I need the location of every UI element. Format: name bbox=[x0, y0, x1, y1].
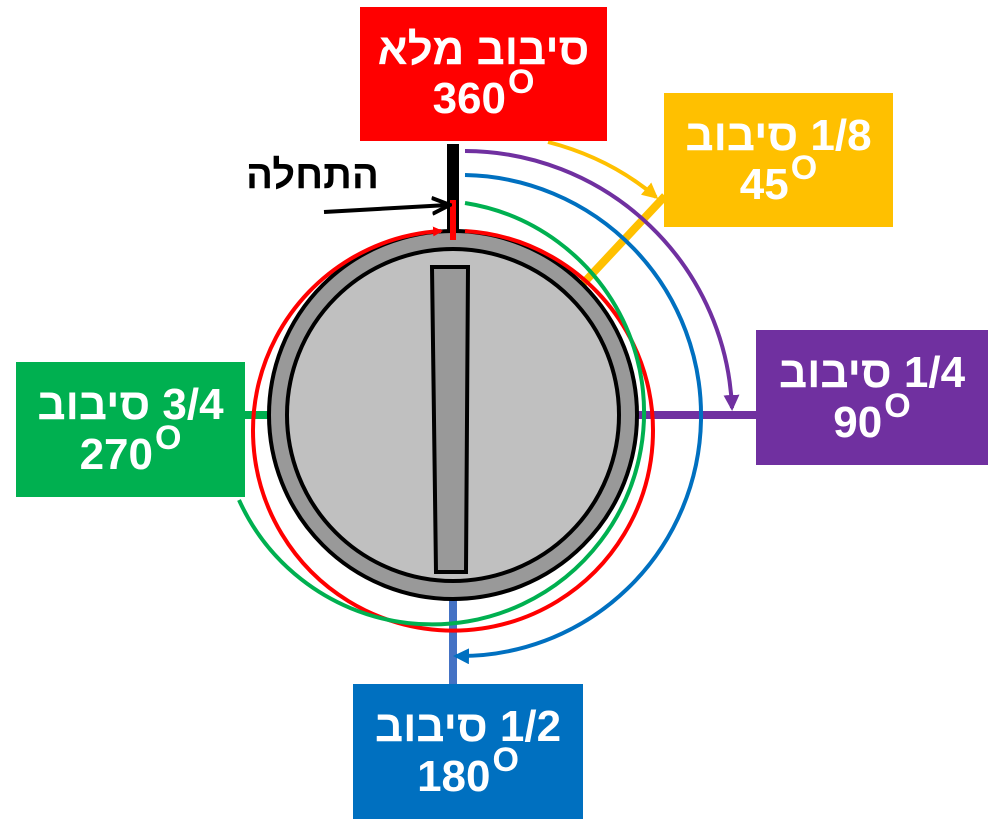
quarter-turn-degrees: 90O bbox=[833, 386, 911, 447]
half-turn-text: 1/2 סיבוב bbox=[374, 702, 562, 752]
three-quarter-turn-degrees: 270O bbox=[79, 418, 182, 479]
eighth-turn-label: 1/8 סיבוב 45O bbox=[664, 93, 893, 227]
knob-slot bbox=[429, 265, 471, 574]
indicator-45-line bbox=[575, 193, 668, 292]
full-turn-text: סיבוב מלא bbox=[377, 24, 590, 74]
three-quarter-turn-label: 3/4 סיבוב 270O bbox=[16, 362, 245, 497]
half-turn-label: 1/2 סיבוב 180O bbox=[353, 684, 583, 819]
quarter-turn-label: 1/4 סיבוב 90O bbox=[756, 330, 988, 465]
eighth-turn-degrees: 45O bbox=[739, 149, 818, 209]
half-turn-degrees: 180O bbox=[417, 740, 519, 801]
quarter-turn-arc bbox=[464, 149, 740, 411]
eighth-turn-text: 1/8 סיבוב bbox=[685, 110, 872, 160]
full-turn-degrees: 360O bbox=[432, 63, 535, 123]
half-turn-arc bbox=[453, 173, 704, 665]
eighth-turn-arc bbox=[547, 140, 659, 199]
three-quarter-turn-text: 3/4 סיבוב bbox=[37, 380, 224, 430]
start-arrow bbox=[323, 205, 448, 212]
full-turn-label: סיבוב מלא 360O bbox=[360, 7, 607, 141]
three-quarter-turn-arc bbox=[237, 201, 647, 627]
quarter-turn-text: 1/4 סיבוב bbox=[778, 348, 966, 398]
start-label: התחלה bbox=[246, 153, 379, 197]
